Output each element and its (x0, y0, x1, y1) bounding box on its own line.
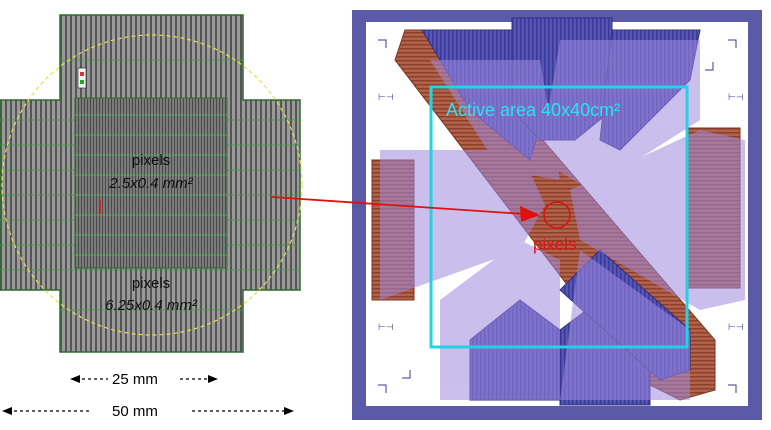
svg-text:⊢⊣: ⊢⊣ (728, 322, 744, 332)
dimension-50mm (2, 407, 294, 415)
outer-pixels-label: pixels (131, 275, 171, 292)
inner-pixels-label: pixels (131, 152, 171, 169)
dimension-50mm-label: 50 mm (112, 403, 158, 420)
active-area-frame (429, 85, 689, 349)
svg-text:⊢⊣: ⊢⊣ (378, 92, 394, 102)
pixel-board (0, 14, 303, 353)
active-circle (1, 34, 303, 336)
inner-pixel-size: 2.5x0.4 mm² (109, 175, 193, 192)
readout-overlay (380, 40, 745, 400)
svg-text:⊢⊣: ⊢⊣ (728, 92, 744, 102)
right-pixels-label: pixels (533, 235, 577, 254)
inner-pixel-region (74, 97, 228, 269)
pointer-arrow (271, 196, 540, 222)
pixel-circle (543, 201, 571, 229)
svg-text:⊢⊣: ⊢⊣ (378, 322, 394, 332)
active-area-label: Active area 40x40cm² (446, 100, 621, 120)
pcb-board: ⊢⊣ ⊢⊣ ⊢⊣ ⊢⊣ (344, 0, 771, 430)
outer-pixel-size: 6.25x0.4 mm² (105, 297, 197, 314)
dimension-25mm-label: 25 mm (112, 371, 158, 388)
dimension-25mm (70, 375, 218, 383)
